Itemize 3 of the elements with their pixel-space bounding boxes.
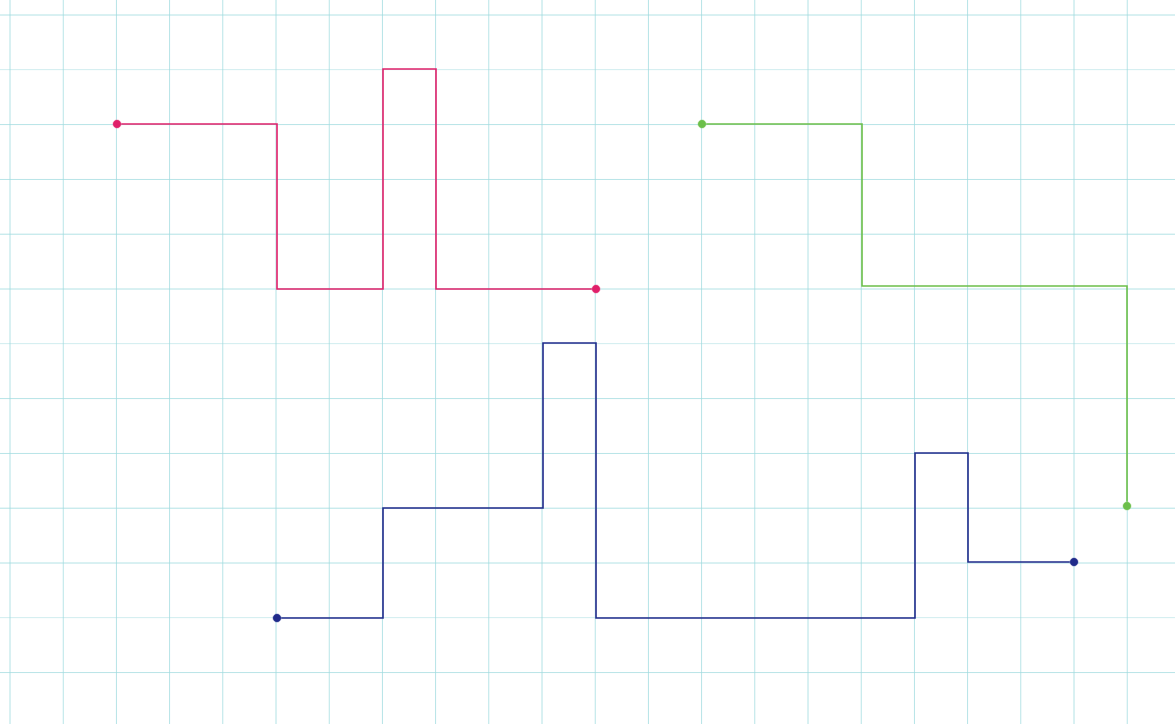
stepped-line: [120, 68, 593, 290]
stepped-line: [280, 342, 1071, 619]
stepped-line: [705, 123, 1128, 503]
